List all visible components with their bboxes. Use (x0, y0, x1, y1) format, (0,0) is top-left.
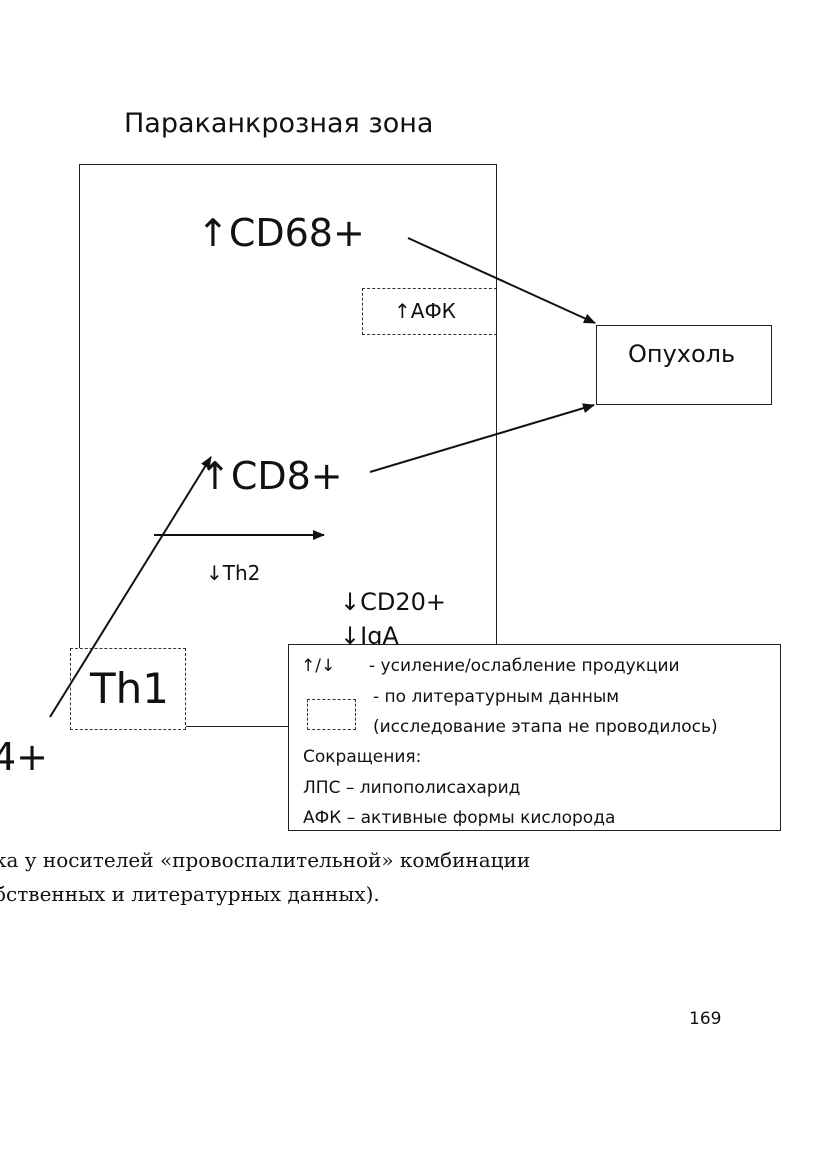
th1-label: Th1 (90, 664, 169, 713)
arrow-cd68-to-tumor (407, 237, 596, 324)
caption-line-2: бственных и литературных данных). (0, 882, 380, 906)
legend-line-increase-decrease: - усиление/ослабление продукции (369, 656, 680, 676)
legend-line-literature: - по литературным данным (373, 687, 620, 707)
cd8-label: ↑CD8+ (199, 454, 343, 498)
iga-label: ↓IgA (340, 622, 399, 644)
zone-title: Параканкрозная зона (124, 108, 434, 139)
afk-label: ↑АФК (394, 299, 456, 323)
legend-box (288, 644, 781, 831)
legend-symbols: ↑/↓ (301, 656, 336, 676)
tumor-box (596, 325, 772, 405)
arrow-cd4-to-cd8 (49, 456, 212, 718)
th2-label: ↓Th2 (206, 561, 261, 585)
afk-dashed-box (362, 288, 497, 335)
legend-lps: ЛПС – липополисахарид (303, 778, 521, 798)
caption-line-1: ка у носителей «провоспалительной» комби… (0, 848, 531, 872)
cd4-label: 4+ (0, 735, 49, 779)
legend-line-not-studied: (исследование этапа не проводилось) (373, 717, 718, 737)
legend-abbreviations-heading: Сокращения: (303, 747, 422, 767)
legend-dashed-sample-box (307, 699, 356, 730)
cd68-label: ↑CD68+ (197, 211, 365, 255)
arrow-cd8-to-tumor (369, 403, 595, 473)
legend-afk: АФК – активные формы кислорода (303, 808, 616, 826)
th1-dashed-box (70, 648, 186, 730)
cd20-label: ↓CD20+ (340, 588, 446, 616)
tumor-label: Опухоль (628, 340, 736, 368)
page-number: 169 (689, 1009, 722, 1029)
